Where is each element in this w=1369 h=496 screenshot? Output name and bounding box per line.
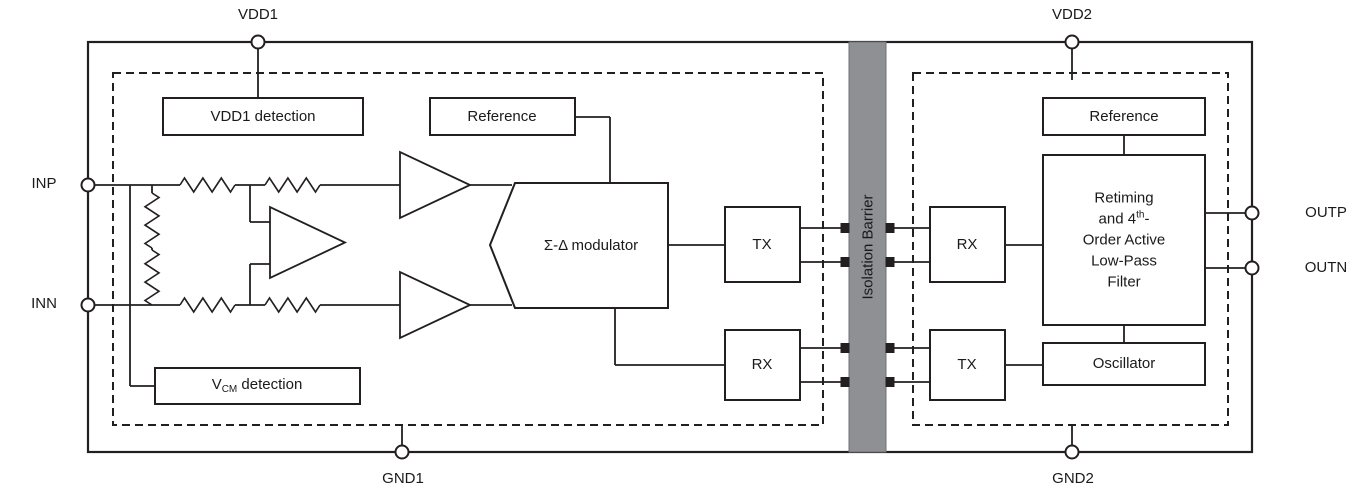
resistor-inp-1 (179, 176, 236, 194)
function-blocks (154, 97, 1206, 405)
pin-label-inp: INP (31, 175, 57, 192)
block-rx-left (724, 329, 801, 401)
pin-outp (1244, 205, 1260, 221)
retiming-line5: Filter (1107, 273, 1141, 291)
block-retiming-filter (1042, 154, 1206, 326)
retiming-line2-sup: th (1136, 209, 1145, 221)
vcm-suffix: detection (237, 376, 303, 393)
block-tx-left (724, 206, 801, 283)
pin-gnd1 (394, 444, 410, 460)
pin-label-outn: OUTN (1304, 259, 1348, 276)
block-label-tx-left: TX (752, 236, 772, 253)
right-dashed-region (912, 72, 1229, 426)
opamp-bottom (399, 270, 473, 340)
resistor-divider-2 (143, 249, 161, 306)
block-label-sigma-delta: Σ-Δ modulator (543, 237, 639, 254)
pin-label-inn: INN (31, 295, 57, 312)
pin-vdd2 (1064, 34, 1080, 50)
retiming-line3: Order Active (1082, 231, 1166, 249)
pin-label-outp: OUTP (1305, 204, 1347, 221)
amplifiers (269, 150, 473, 340)
block-label-rx-left: RX (751, 356, 773, 373)
block-reference-right (1042, 97, 1206, 136)
block-label-oscillator: Oscillator (1092, 355, 1156, 372)
retiming-line2-post: - (1144, 210, 1150, 228)
pin-label-gnd1: GND1 (382, 470, 424, 487)
pin-inp (80, 177, 96, 193)
coupling-mark (840, 223, 850, 233)
resistor-inn-2 (264, 296, 321, 314)
pin-vdd1 (250, 34, 266, 50)
block-oscillator (1042, 342, 1206, 386)
isolation-barrier-label: Isolation Barrier (860, 194, 877, 299)
pin-inn (80, 297, 96, 313)
block-label-retiming-filter: Retiming and 4th- Order Active Low-Pass … (1049, 188, 1199, 293)
block-vdd1-detection (162, 97, 364, 136)
vcm-prefix: V (211, 376, 222, 393)
isolation-barrier (848, 41, 887, 453)
block-label-vdd1-detection: VDD1 detection (210, 108, 316, 125)
opamp-top (399, 150, 473, 220)
barrier-coupling-marks (840, 223, 895, 387)
block-rx-right (929, 206, 1006, 283)
pin-label-vdd1: VDD1 (237, 6, 279, 23)
block-label-vcm-detection: VCM detection (212, 376, 303, 396)
pin-outn (1244, 260, 1260, 276)
coupling-mark (885, 223, 895, 233)
pin-gnd2 (1064, 444, 1080, 460)
resistor-inn-1 (179, 296, 236, 314)
coupling-mark (885, 377, 895, 387)
block-label-tx-right: TX (957, 356, 977, 373)
block-label-rx-right: RX (956, 236, 978, 253)
block-tx-right (929, 329, 1006, 401)
left-dashed-region (112, 72, 824, 426)
resistor-inp-2 (264, 176, 321, 194)
coupling-mark (840, 257, 850, 267)
outer-enclosure (86, 40, 1254, 454)
block-vcm-detection (154, 367, 361, 405)
vcm-subscript: CM (221, 384, 238, 395)
coupling-mark (840, 377, 850, 387)
block-label-reference-left: Reference (467, 108, 537, 125)
retiming-line2-pre: and 4 (1098, 210, 1137, 228)
resistor-divider-1 (143, 192, 161, 249)
sigma-delta-modulator-shape (488, 182, 669, 309)
pin-label-vdd2: VDD2 (1051, 6, 1093, 23)
retiming-line4: Low-Pass (1091, 252, 1157, 270)
coupling-mark (885, 257, 895, 267)
opamp-common-mode (269, 205, 348, 280)
resistors (143, 176, 321, 314)
retiming-line1: Retiming (1094, 189, 1154, 207)
block-label-reference-right: Reference (1089, 108, 1159, 125)
retiming-line2: and 4th- (1049, 209, 1199, 230)
coupling-mark (885, 343, 895, 353)
block-reference-left (429, 97, 576, 136)
pin-label-gnd2: GND2 (1052, 470, 1094, 487)
pin-terminals (80, 34, 1260, 460)
coupling-mark (840, 343, 850, 353)
